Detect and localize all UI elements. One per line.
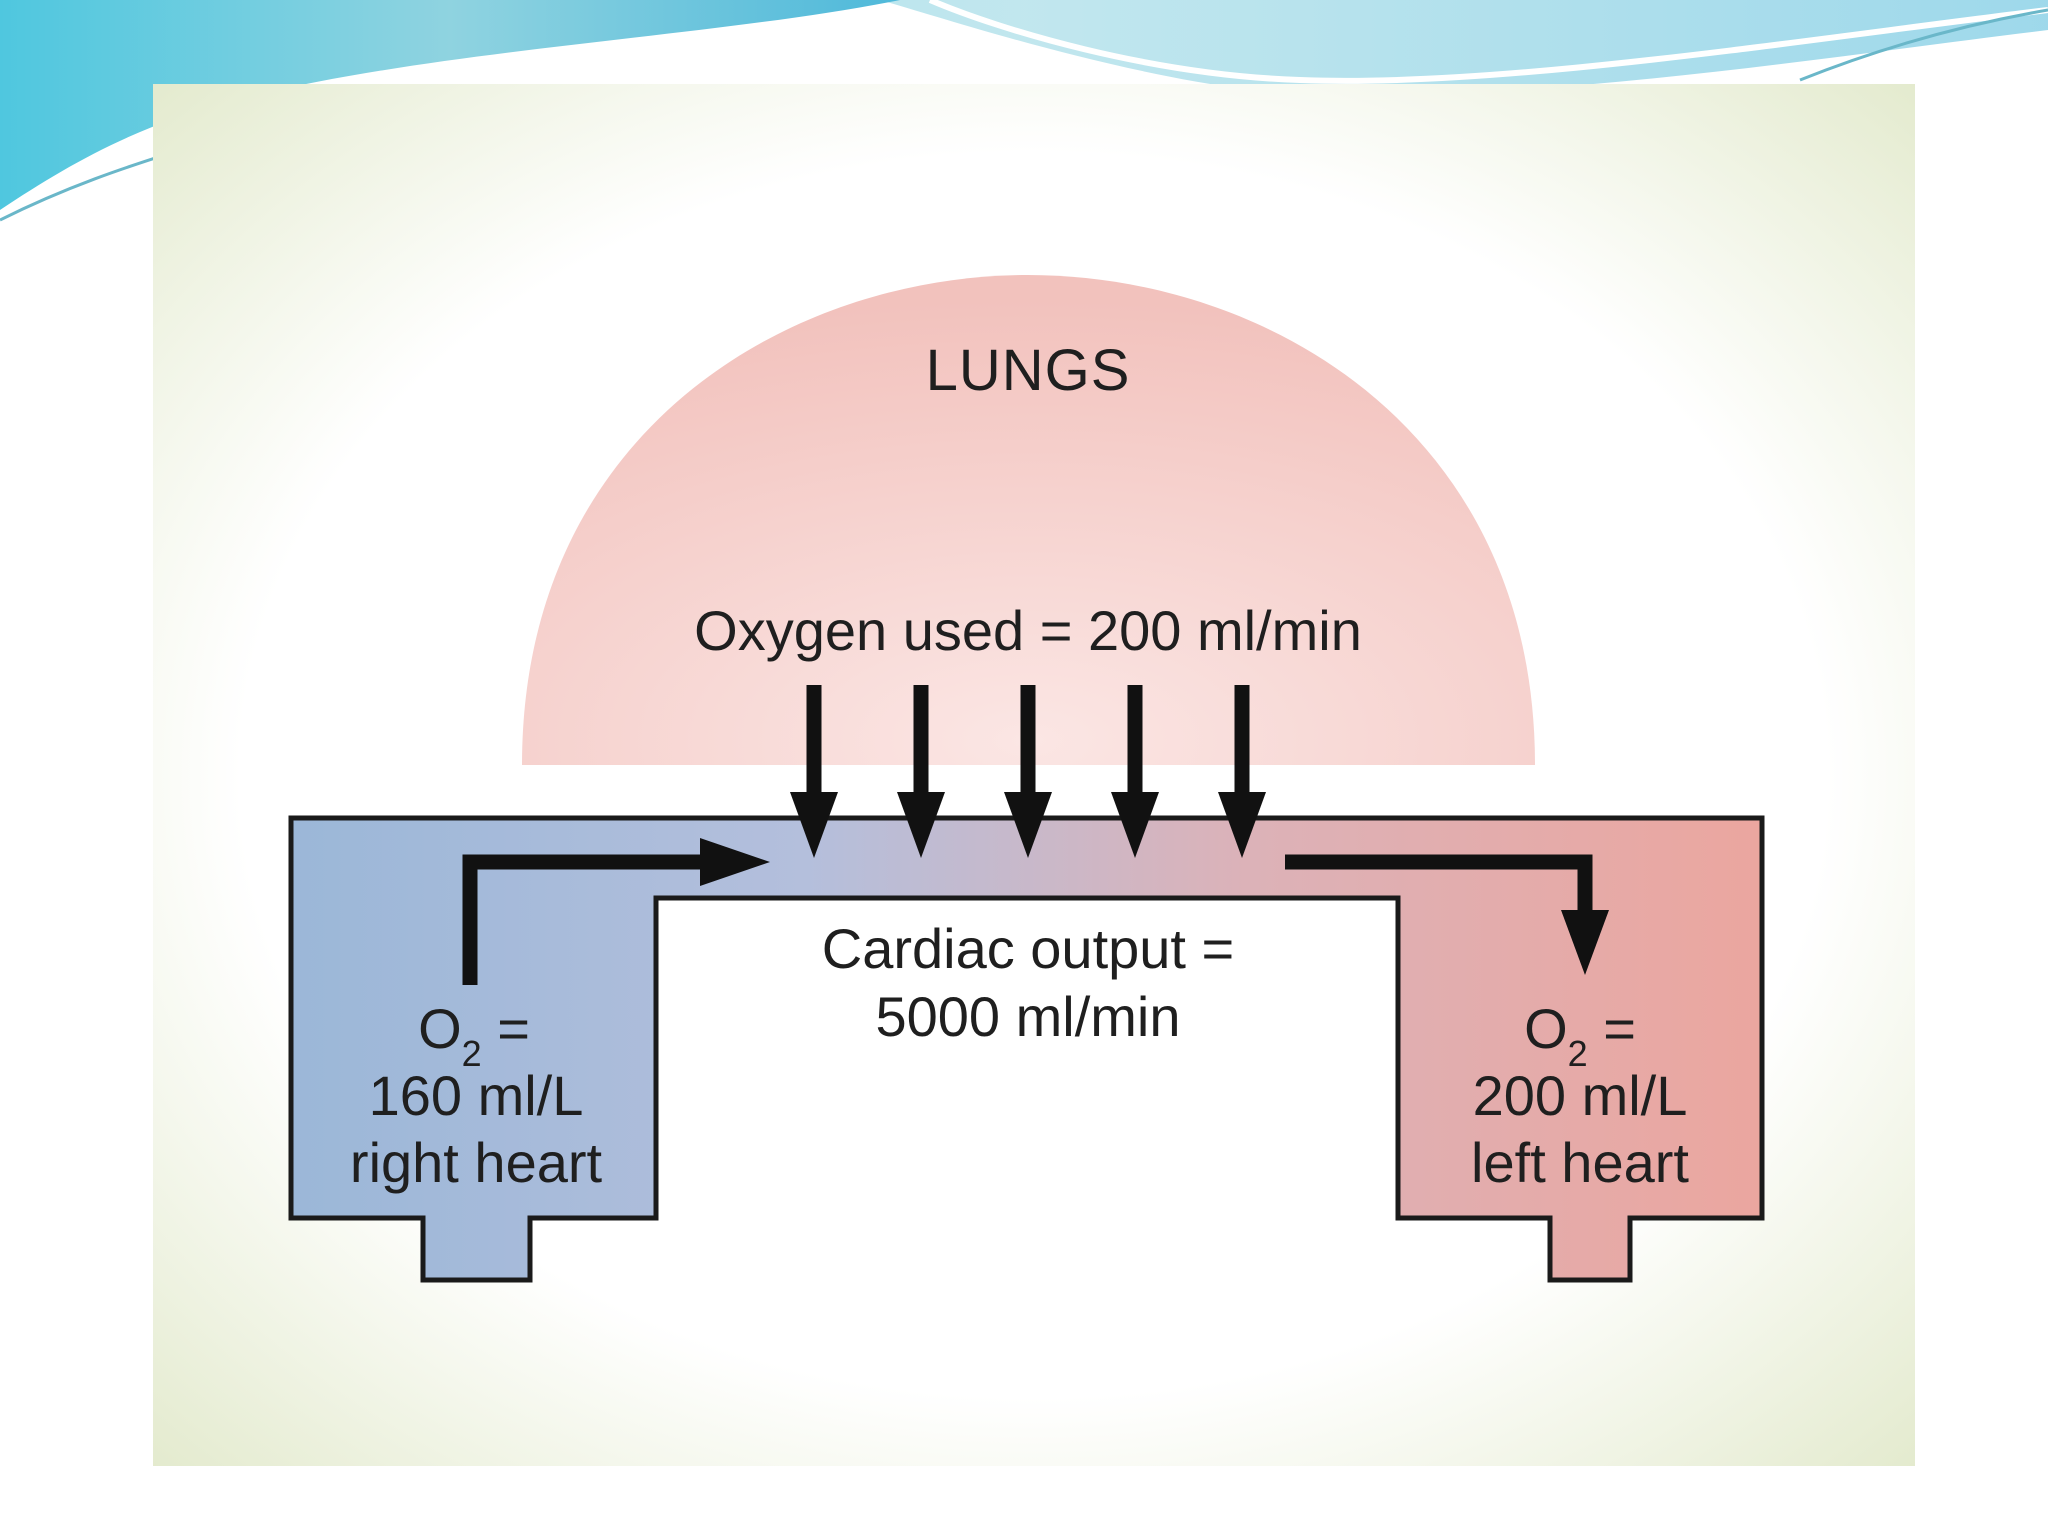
right-heart-o2-value: 160 ml/L — [369, 1064, 584, 1127]
cardiac-output-value: 5000 ml/min — [875, 985, 1180, 1048]
cardiac-output-label: Cardiac output = — [822, 917, 1234, 980]
oxygen-arrow — [897, 685, 945, 858]
left-heart-o2-value: 200 ml/L — [1473, 1064, 1688, 1127]
left-heart-label: left heart — [1471, 1131, 1689, 1194]
right-heart-labels: O2 = 160 ml/L right heart — [350, 997, 603, 1194]
pulmonary-circuit — [288, 815, 1765, 1283]
oxygen-arrow — [1004, 685, 1052, 858]
oxygen-arrow — [1218, 685, 1266, 858]
right-heart-label: right heart — [350, 1131, 603, 1194]
oxygen-arrow — [790, 685, 838, 858]
oxygen-arrow — [1111, 685, 1159, 858]
inflow-arrow — [462, 838, 770, 985]
left-heart-o2-label: O2 = — [1524, 997, 1636, 1074]
header-wave — [0, 0, 2048, 222]
lungs-label: LUNGS — [926, 338, 1131, 403]
oxygen-uptake-arrows — [790, 685, 1266, 858]
left-heart-labels: O2 = 200 ml/L left heart — [1471, 997, 1689, 1194]
right-heart-o2-label: O2 = — [418, 997, 530, 1074]
lungs-shape — [522, 275, 1535, 765]
oxygen-used-label: Oxygen used = 200 ml/min — [694, 599, 1362, 662]
outflow-arrow — [1285, 854, 1609, 975]
